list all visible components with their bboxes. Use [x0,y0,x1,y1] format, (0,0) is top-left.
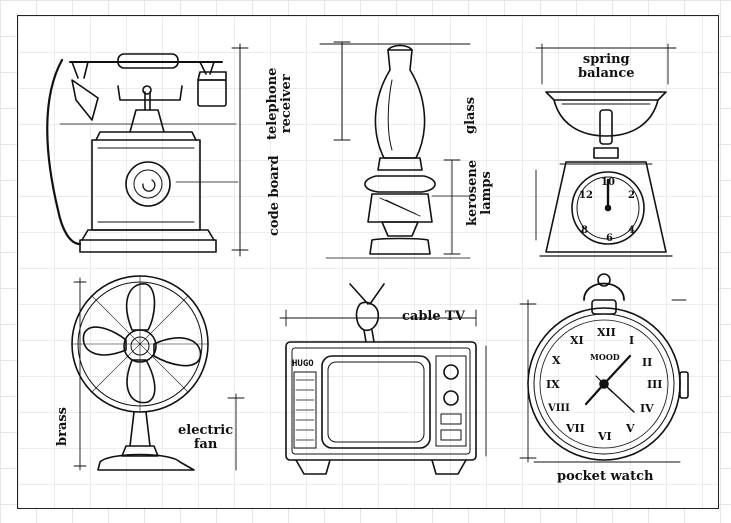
tv-brand: HUGO [292,359,314,369]
scale-number-10: 10 [601,177,615,188]
watch-numeral-2: II [642,356,653,369]
brass-label: brass [55,407,70,446]
watch-numeral-11: XI [570,334,584,347]
tv-illustration [279,283,487,475]
watch-numeral-5: V [626,422,635,435]
watch-brand: MOOD [590,352,620,362]
watch-numeral-8: VIII [548,403,570,414]
watch-numeral-12: XII [597,326,616,339]
glass-label: glass [463,96,478,134]
cable-tv-label: cable TV [402,309,465,324]
pocket-watch-illustration [519,273,689,463]
telephone-receiver-label: telephone receiver [265,67,294,140]
spring-balance-label: spring balance [578,52,635,81]
scale-number-6: 6 [606,233,613,244]
watch-numeral-4: IV [640,402,654,415]
watch-numeral-6: VI [598,430,612,443]
electric-fan-label: electric fan [178,423,234,452]
electric-fan-illustration [71,275,245,471]
watch-numeral-1: I [629,334,635,347]
scale-number-8: 8 [581,225,588,236]
kerosene-lamps-label: kerosene lamps [465,159,494,226]
scale-number-2: 2 [628,190,635,201]
pocket-watch-label: pocket watch [557,469,654,484]
scale-number-12: 12 [579,190,593,201]
watch-numeral-3: III [647,378,663,391]
code-board-label: code board [267,155,282,236]
watch-numeral-10: X [552,354,561,367]
spring-balance-illustration [535,43,677,257]
sketch-frame [17,15,719,509]
scale-number-4: 4 [628,225,635,236]
watch-numeral-9: IX [546,378,560,391]
watch-numeral-7: VII [566,422,585,435]
kerosene-lamp-illustration [319,41,471,259]
telephone-illustration [46,43,249,257]
